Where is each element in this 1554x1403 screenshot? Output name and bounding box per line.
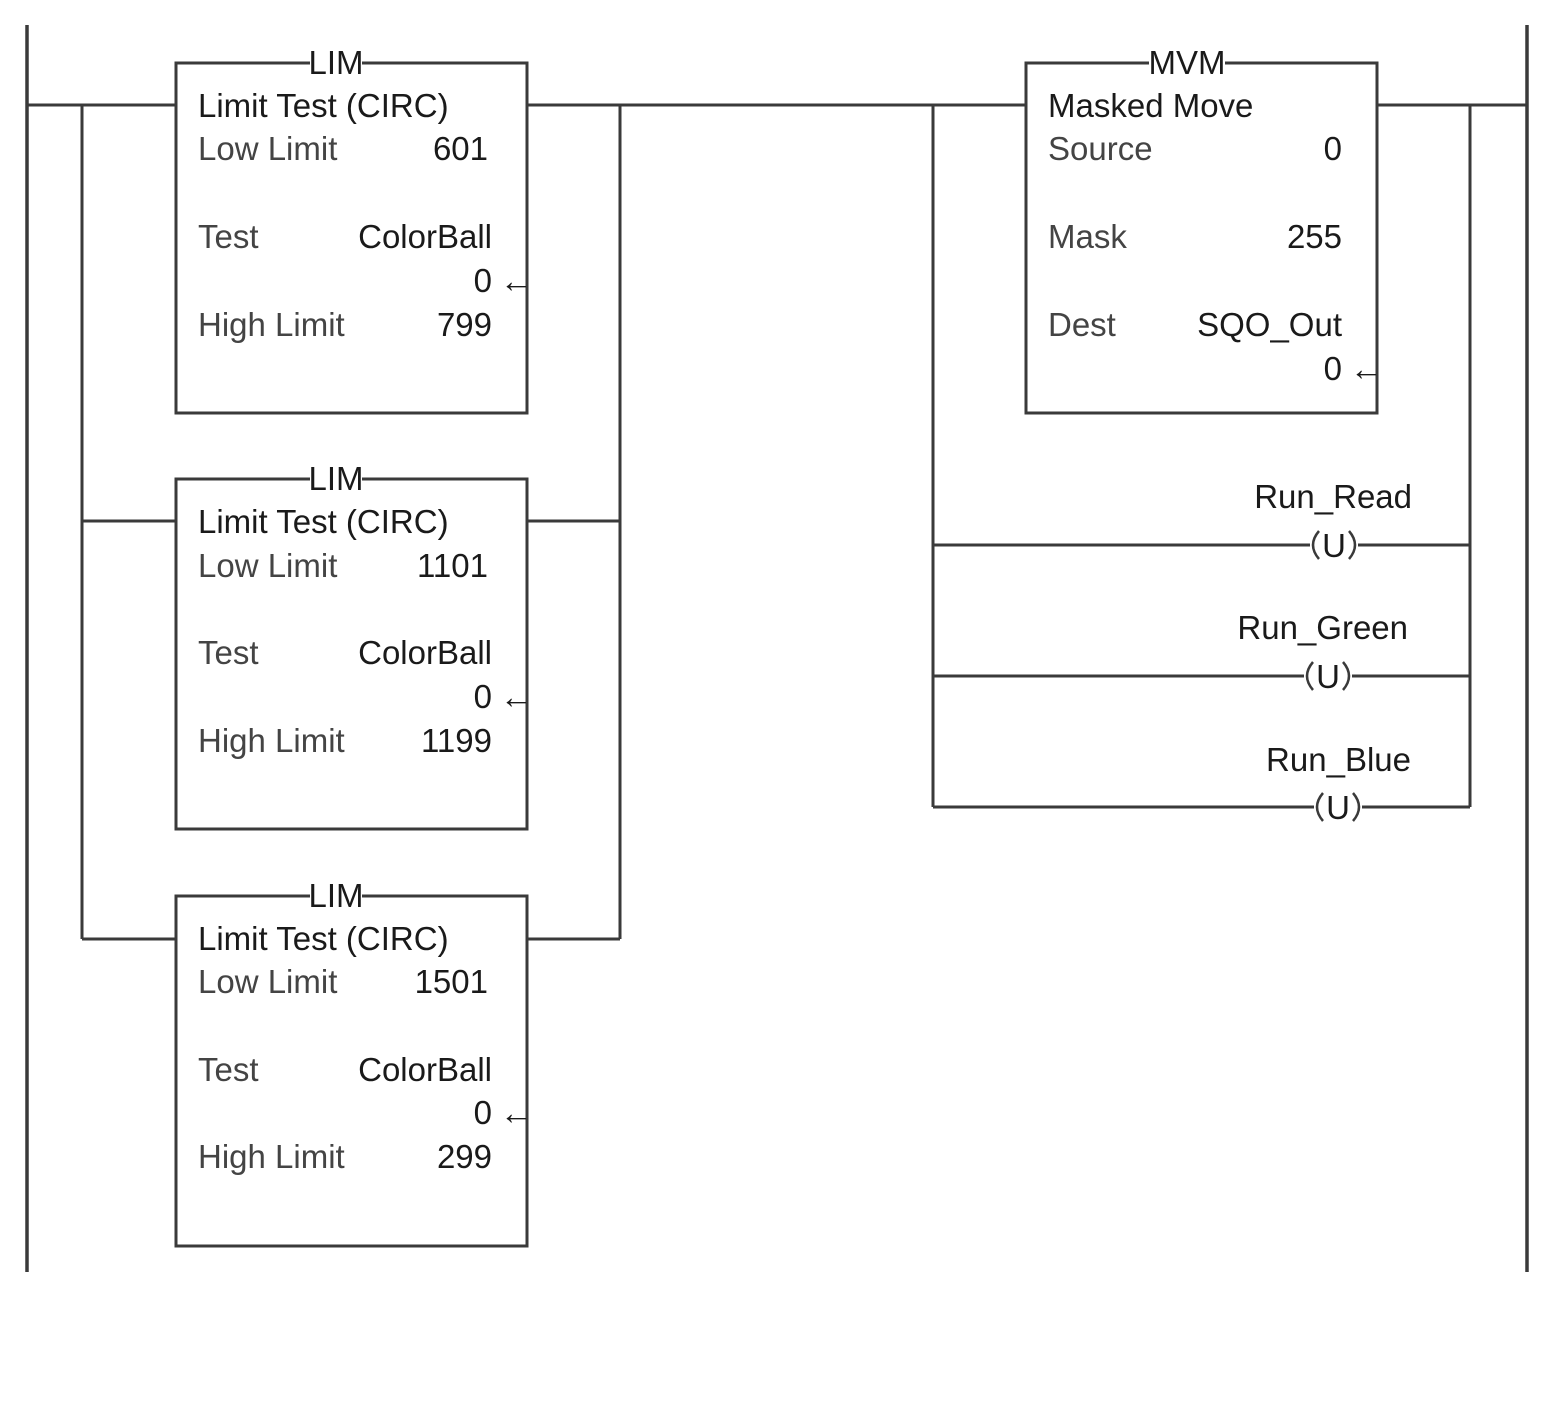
test-label: Test — [198, 634, 259, 671]
high-limit-value: 1199 — [421, 722, 492, 759]
high-limit-label: High Limit — [198, 306, 345, 343]
lim-block[interactable]: LIM Limit Test (CIRC) Low Limit 1501 Tes… — [174, 877, 533, 1248]
coil-tag: Run_Green — [1237, 609, 1408, 646]
coil-right-paren-icon — [1352, 792, 1361, 822]
coil-left-paren-icon — [1311, 530, 1320, 560]
test-value: 0 — [474, 262, 492, 299]
block-title: Limit Test (CIRC) — [198, 920, 449, 957]
mnemonic-bg — [310, 462, 362, 494]
block-title: Masked Move — [1048, 87, 1253, 124]
low-limit-value: 601 — [433, 130, 488, 167]
coil-symbol: U — [1316, 658, 1340, 695]
source-value: 0 — [1324, 130, 1342, 167]
mnemonic-bg — [310, 46, 362, 78]
low-limit-label: Low Limit — [198, 130, 337, 167]
mask-label: Mask — [1048, 218, 1127, 255]
mvm-block-frame — [1024, 61, 1379, 415]
arrow-left-icon: ← — [1350, 350, 1383, 387]
lim-block[interactable]: LIM Limit Test (CIRC) Low Limit 1101 Tes… — [174, 460, 533, 831]
high-limit-label: High Limit — [198, 1138, 345, 1175]
output-unlatch-coil[interactable]: Run_Green U — [1237, 609, 1408, 695]
block-mnemonic: LIM — [308, 877, 363, 914]
test-label: Test — [198, 218, 259, 255]
dest-label: Dest — [1048, 306, 1116, 343]
coil-tag: Run_Blue — [1266, 741, 1411, 778]
mnemonic-bg — [1149, 46, 1225, 78]
mask-value: 255 — [1287, 218, 1342, 255]
arrow-left-icon: ← — [500, 262, 533, 299]
test-tag: ColorBall — [358, 1051, 492, 1088]
low-limit-value: 1501 — [415, 963, 488, 1000]
output-unlatch-coil[interactable]: Run_Read U — [1254, 478, 1412, 564]
dest-value: 0 — [1324, 350, 1342, 387]
output-unlatch-coil[interactable]: Run_Blue U — [1266, 741, 1411, 826]
coil-tag: Run_Read — [1254, 478, 1412, 515]
coil-symbol: U — [1326, 789, 1350, 826]
low-limit-value: 1101 — [417, 547, 488, 584]
coil-right-paren-icon — [1348, 530, 1357, 560]
mnemonic-bg — [310, 879, 362, 911]
low-limit-label: Low Limit — [198, 547, 337, 584]
lim-block[interactable]: LIM Limit Test (CIRC) Low Limit 601 Test… — [174, 44, 533, 415]
lim-block-frame — [174, 61, 529, 415]
test-label: Test — [198, 1051, 259, 1088]
test-value: 0 — [474, 1094, 492, 1131]
high-limit-label: High Limit — [198, 722, 345, 759]
coil-left-paren-icon — [1315, 792, 1324, 822]
block-title: Limit Test (CIRC) — [198, 503, 449, 540]
block-mnemonic: LIM — [308, 44, 363, 81]
dest-tag: SQO_Out — [1197, 306, 1342, 343]
arrow-left-icon: ← — [500, 678, 533, 715]
test-value: 0 — [474, 678, 492, 715]
block-title: Limit Test (CIRC) — [198, 87, 449, 124]
test-tag: ColorBall — [358, 218, 492, 255]
high-limit-value: 299 — [437, 1138, 492, 1175]
lim-block-frame — [174, 477, 529, 831]
source-label: Source — [1048, 130, 1153, 167]
coil-left-paren-icon — [1305, 661, 1314, 691]
coil-right-paren-icon — [1342, 661, 1351, 691]
high-limit-value: 799 — [437, 306, 492, 343]
low-limit-label: Low Limit — [198, 963, 337, 1000]
lim-block-frame — [174, 894, 529, 1248]
mvm-block[interactable]: MVM Masked Move Source 0 Mask 255 Dest S… — [1024, 44, 1383, 415]
coil-symbol: U — [1322, 527, 1346, 564]
arrow-left-icon: ← — [500, 1094, 533, 1131]
block-mnemonic: MVM — [1149, 44, 1226, 81]
block-mnemonic: LIM — [308, 460, 363, 497]
test-tag: ColorBall — [358, 634, 492, 671]
